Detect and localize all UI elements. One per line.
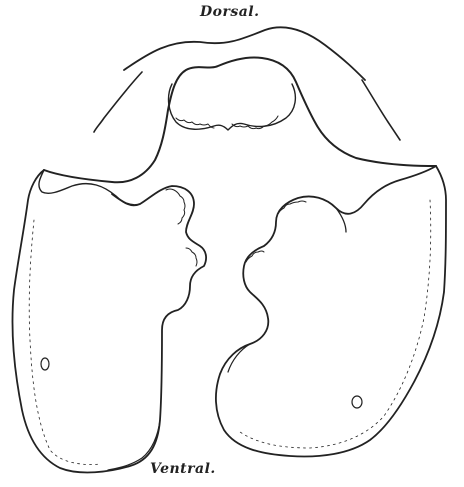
- right-lobe-small-oval: [352, 396, 362, 408]
- outer-dorsal-arch: [124, 27, 365, 80]
- outer-arch-left-descent: [94, 72, 142, 132]
- dorsal-label: Dorsal.: [200, 4, 260, 20]
- left-lobe-small-oval: [41, 358, 49, 370]
- right-lobe-outline: [216, 166, 446, 456]
- right-lobe-ragged-edge: [246, 201, 306, 262]
- dorsal-mass-ragged-edge: [176, 116, 278, 129]
- left-lobe-ragged-edge: [166, 189, 197, 266]
- left-lobe-inner-dotted: [29, 220, 100, 464]
- ventral-label: Ventral.: [150, 461, 216, 477]
- right-lobe-tail: [228, 344, 250, 372]
- outer-arch-right-descent: [362, 80, 400, 140]
- left-lobe-outline: [12, 170, 206, 472]
- left-lobe-upper-edge: [39, 170, 140, 206]
- dorsal-central-mass: [169, 84, 296, 130]
